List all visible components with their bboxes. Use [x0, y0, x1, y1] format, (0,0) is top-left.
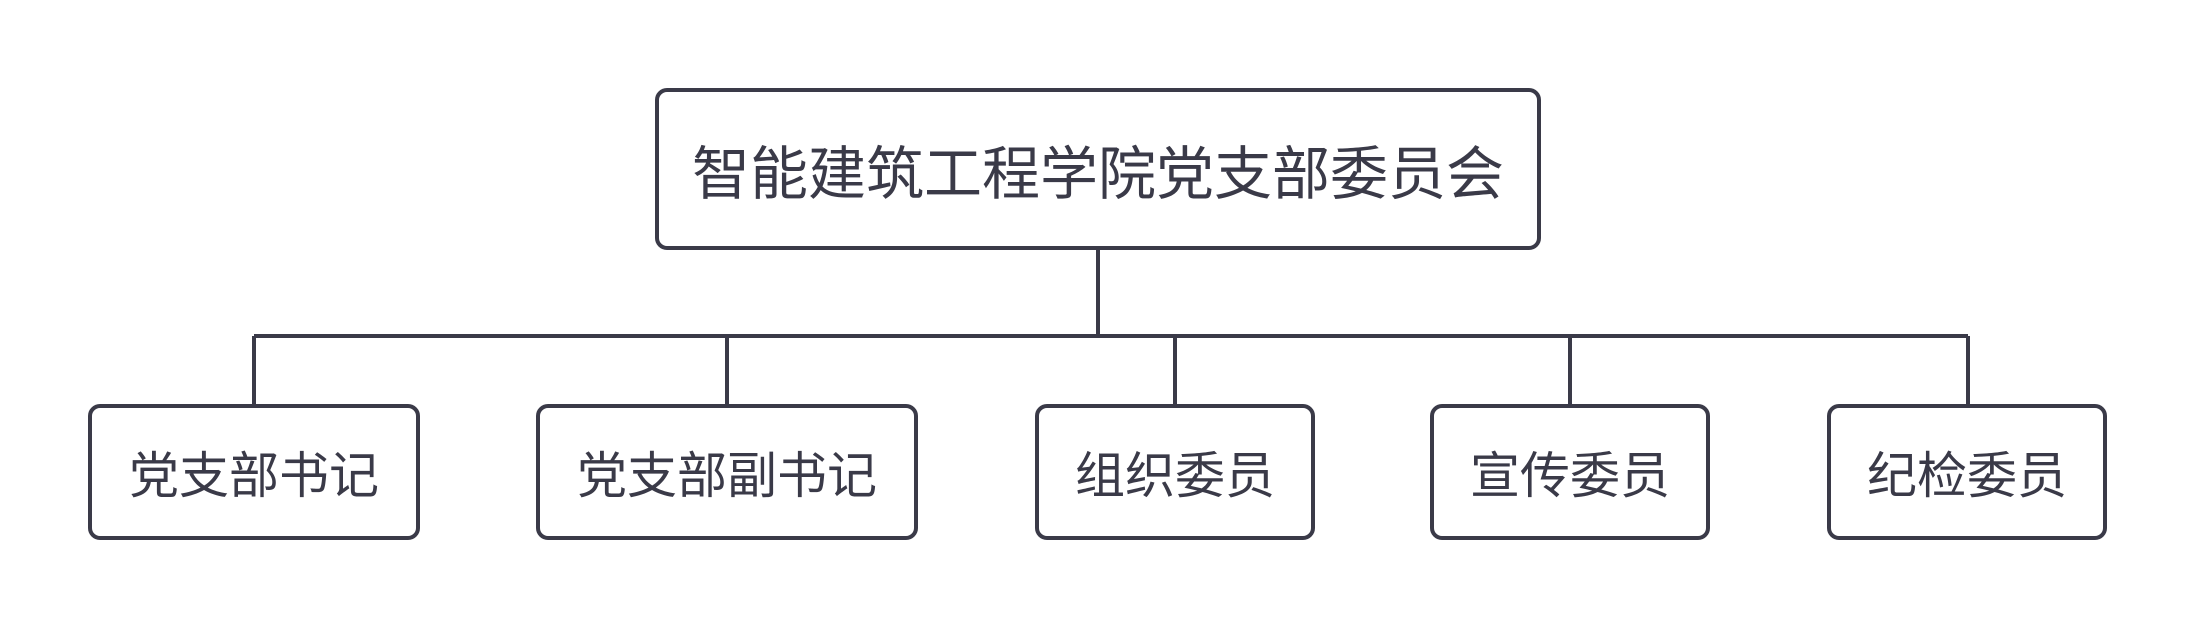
root-node: 智能建筑工程学院党支部委员会 [655, 88, 1541, 250]
child-node-party-secretary: 党支部书记 [88, 404, 420, 540]
child-node-label: 宣传委员 [1470, 447, 1670, 505]
child-node-deputy-secretary: 党支部副书记 [536, 404, 918, 540]
child-node-organization-committee: 组织委员 [1035, 404, 1315, 540]
child-node-publicity-committee: 宣传委员 [1430, 404, 1710, 540]
child-node-label: 党支部副书记 [577, 447, 877, 505]
child-node-label: 组织委员 [1075, 447, 1275, 505]
child-node-label: 党支部书记 [129, 447, 379, 505]
child-node-discipline-committee: 纪检委员 [1827, 404, 2107, 540]
child-node-label: 纪检委员 [1867, 447, 2067, 505]
root-node-label: 智能建筑工程学院党支部委员会 [691, 140, 1504, 208]
